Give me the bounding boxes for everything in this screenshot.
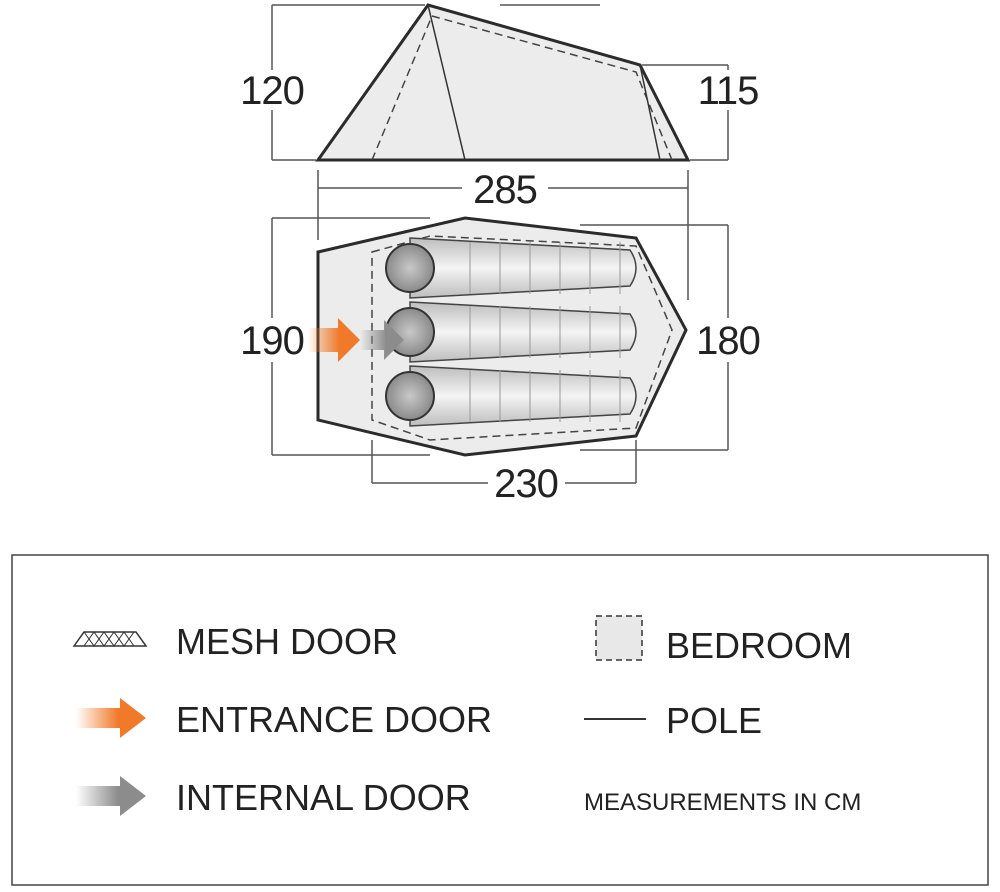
legend-internal-door: INTERNAL DOOR bbox=[176, 777, 471, 818]
floor-plan: 190 180 230 bbox=[240, 216, 761, 506]
sleeping-bag-icon bbox=[385, 365, 637, 427]
pole bbox=[639, 64, 661, 161]
bedroom-icon bbox=[595, 615, 643, 661]
rear-width-label: 180 bbox=[696, 319, 760, 363]
entrance-door-icon bbox=[76, 698, 146, 738]
mesh-door-icon bbox=[72, 631, 148, 647]
legend-box bbox=[11, 554, 989, 886]
internal-door-icon bbox=[76, 776, 146, 816]
pole bbox=[427, 4, 466, 161]
legend-entrance-door: ENTRANCE DOOR bbox=[176, 699, 492, 740]
side-bedroom bbox=[371, 15, 673, 161]
side-outline bbox=[315, 3, 691, 162]
floor-bedroom bbox=[371, 235, 673, 441]
legend-units: MEASUREMENTS IN CM bbox=[584, 789, 861, 816]
legend: MESH DOOR ENTRANCE DOOR INTERNAL DOOR BE… bbox=[11, 554, 989, 886]
side-view: 120 115 bbox=[240, 3, 759, 162]
sleeping-bag-icon bbox=[385, 237, 637, 299]
inner-length-label: 230 bbox=[494, 462, 558, 506]
internal-door-arrow-icon bbox=[360, 320, 404, 360]
total-length-label: 285 bbox=[473, 168, 537, 212]
entrance-door-arrow-icon bbox=[308, 318, 360, 362]
front-height-label: 120 bbox=[240, 69, 304, 113]
rear-height-label: 115 bbox=[698, 69, 759, 113]
legend-bedroom: BEDROOM bbox=[666, 625, 852, 666]
legend-pole: POLE bbox=[666, 700, 762, 741]
legend-mesh-door: MESH DOOR bbox=[176, 621, 398, 662]
front-width-label: 190 bbox=[240, 319, 304, 363]
